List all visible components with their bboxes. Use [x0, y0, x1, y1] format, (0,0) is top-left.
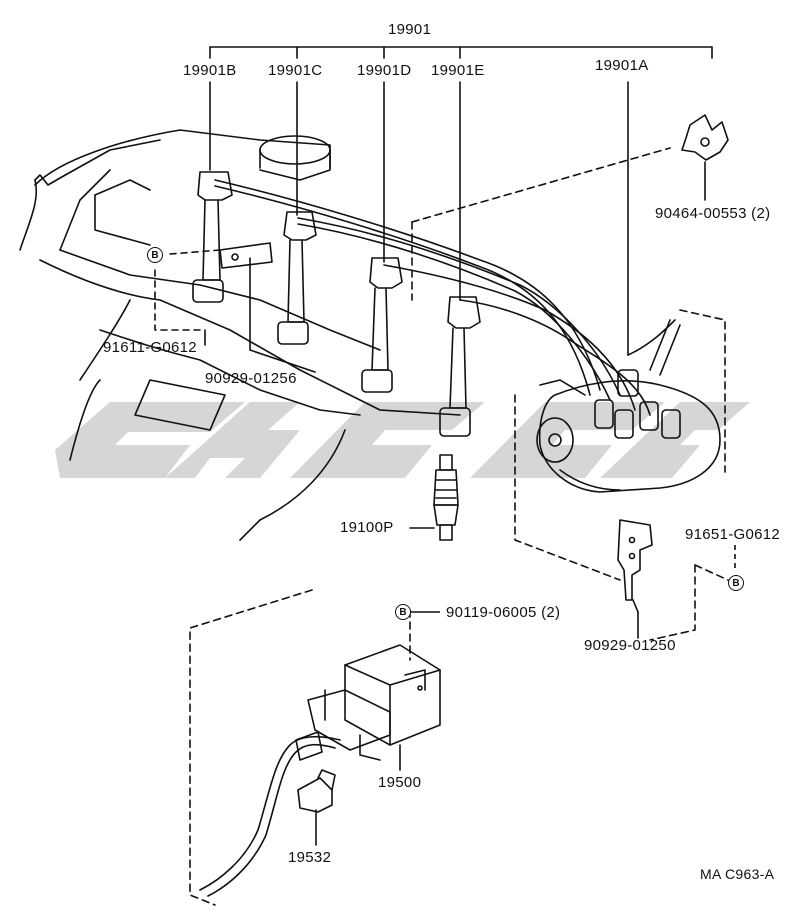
boot-d	[361, 257, 403, 393]
label-cord-c: 19901C	[268, 62, 323, 79]
label-cord-e: 19901E	[431, 62, 485, 79]
label-cord-b: 19901B	[183, 62, 237, 79]
label-cap: 19532	[288, 849, 332, 866]
label-spark-plug: 19100P	[340, 519, 394, 536]
spark-plug	[433, 454, 459, 541]
watermark-logo	[55, 402, 750, 478]
clamp	[681, 114, 729, 161]
boot-c	[277, 211, 317, 345]
boot-b	[192, 171, 233, 303]
bracket-right	[617, 519, 653, 613]
boot-e	[439, 296, 481, 437]
label-bolt-right: 91651-G0612	[685, 526, 781, 543]
distributor	[536, 319, 721, 493]
label-figure-code: MA C963-A	[700, 866, 775, 882]
ref-marker-left: B	[147, 247, 163, 263]
label-coil-bolt: 90119-06005 (2)	[446, 604, 561, 621]
label-bracket-right: 90929-01250	[584, 637, 676, 654]
label-clamp: 90464-00553 (2)	[655, 205, 771, 222]
ignition-coil	[307, 644, 441, 761]
ref-marker-right: B	[728, 575, 744, 591]
label-cord-set: 19901	[388, 21, 432, 38]
label-cord-d: 19901D	[357, 62, 412, 79]
label-bolt-left: 91611-G0612	[103, 339, 197, 356]
label-bracket-left: 90929-01256	[205, 370, 297, 387]
label-ignition-coil: 19500	[378, 774, 422, 791]
label-cord-a: 19901A	[595, 57, 649, 74]
cap-19532	[297, 769, 336, 813]
ref-marker-coil: B	[395, 604, 411, 620]
